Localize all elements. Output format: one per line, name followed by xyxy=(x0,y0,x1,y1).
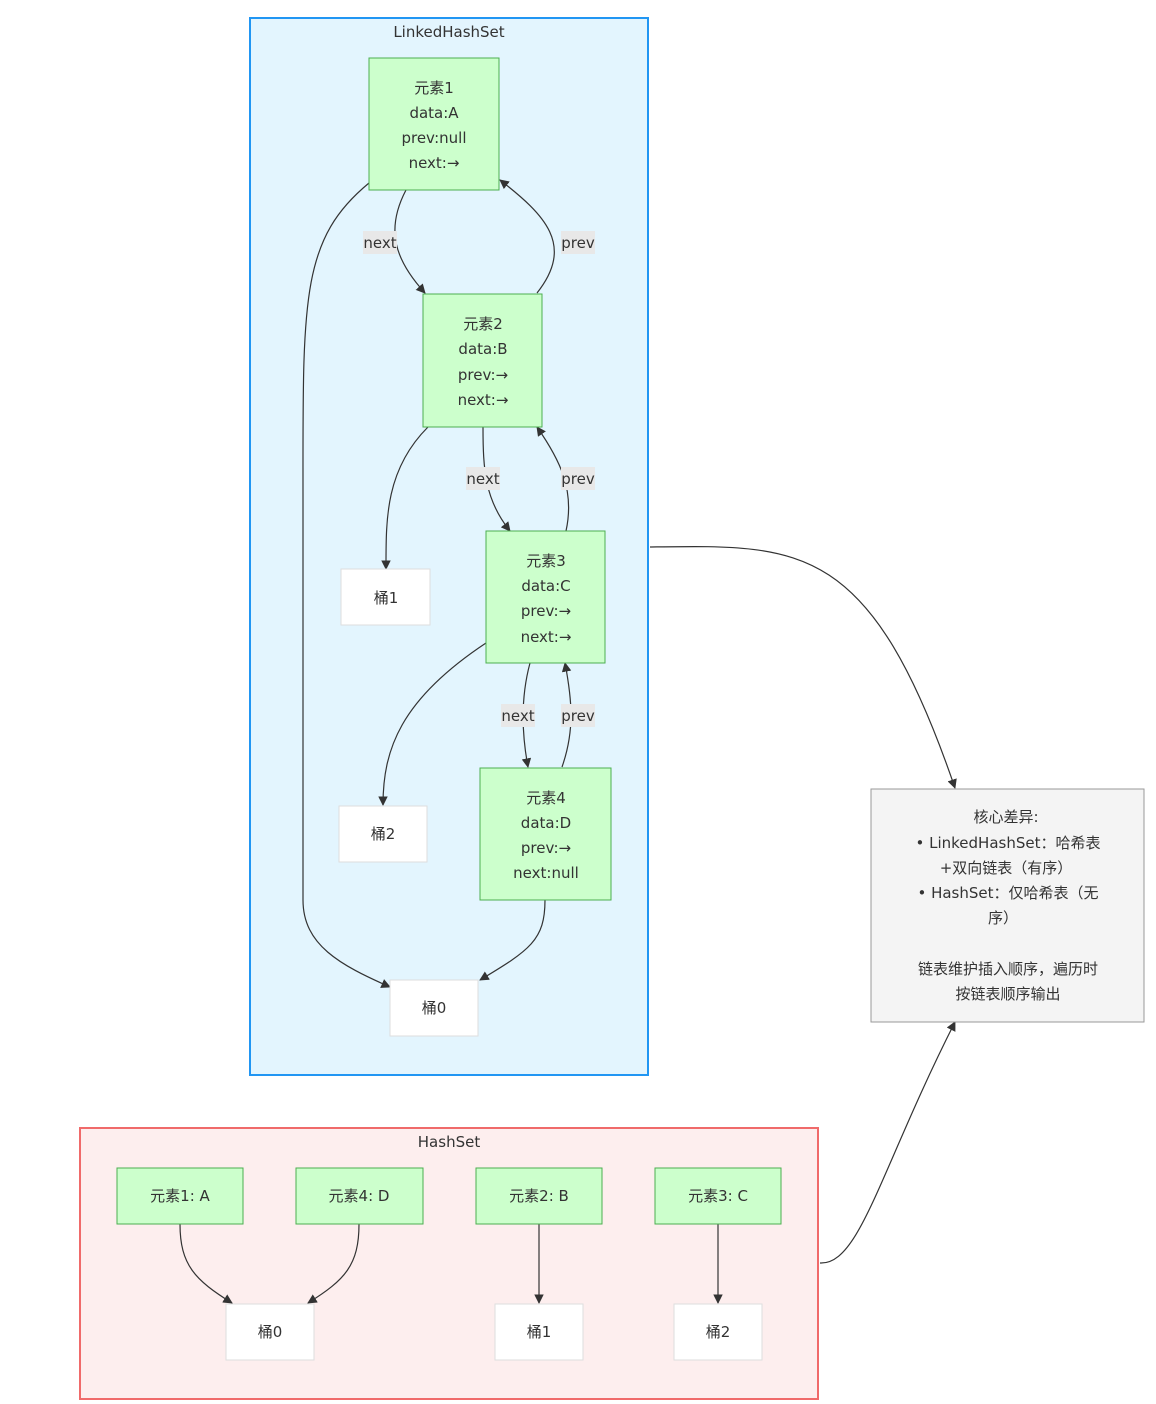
hashset-edges xyxy=(179,1223,723,1304)
edge-hashset-to-note xyxy=(819,1021,956,1264)
core-difference-note: 核心差异: • LinkedHashSet：哈希表 +双向链表（有序） • Ha… xyxy=(870,788,1145,1023)
hashset-b1-label: 桶1 xyxy=(527,1323,552,1341)
note-line-7: 链表维护插入顺序，遍历时 xyxy=(918,960,1098,978)
linked-e1-line-4: next:→ xyxy=(409,154,460,172)
hashset-b2-label: 桶2 xyxy=(706,1323,731,1341)
edge-e3-b2 xyxy=(378,642,487,806)
hashset-e4-label: 元素4: D xyxy=(329,1187,390,1205)
note-line-3: +双向链表（有序） xyxy=(940,859,1073,877)
linked-bucket-2: 桶2 xyxy=(338,805,428,863)
hashset-element-3: 元素3: C xyxy=(654,1167,782,1225)
edge-linked-to-note xyxy=(649,545,957,789)
linked-b2-label: 桶2 xyxy=(371,825,396,843)
linked-e2-line-4: next:→ xyxy=(458,391,509,409)
linked-e4-line-4: next:null xyxy=(513,864,579,882)
linked-e2-line-3: prev:→ xyxy=(458,366,508,384)
label-next-2: next xyxy=(466,470,499,488)
edge-e2-b1 xyxy=(381,426,429,570)
linked-element-3: 元素3 data:C prev:→ next:→ xyxy=(485,530,606,664)
linked-element-2: 元素2 data:B prev:→ next:→ xyxy=(422,293,543,428)
linked-e2-line-1: 元素2 xyxy=(463,315,503,333)
linked-b0-label: 桶0 xyxy=(422,999,447,1017)
label-prev-1: prev xyxy=(561,234,595,252)
edge-e1-b0 xyxy=(302,182,391,988)
edge-h-e1-b0 xyxy=(179,1223,233,1304)
linked-e3-line-4: next:→ xyxy=(521,628,572,646)
label-prev-3: prev xyxy=(561,707,595,725)
linked-e1-line-3: prev:null xyxy=(401,129,466,147)
note-edges xyxy=(649,545,957,1264)
linked-e3-line-1: 元素3 xyxy=(526,552,566,570)
hashset-e3-label: 元素3: C xyxy=(688,1187,748,1205)
note-line-1: 核心差异: xyxy=(973,808,1038,826)
hashset-bucket-0: 桶0 xyxy=(225,1303,315,1361)
edge-labels: next prev next prev next prev xyxy=(363,231,595,727)
linked-b1-label: 桶1 xyxy=(374,589,399,607)
hashset-element-2: 元素2: B xyxy=(475,1167,603,1225)
linked-e1-line-1: 元素1 xyxy=(414,79,454,97)
note-line-8: 按链表顺序输出 xyxy=(955,985,1060,1003)
edge-e4-b0 xyxy=(479,899,546,981)
linked-e4-line-1: 元素4 xyxy=(526,789,566,807)
linked-e2-line-2: data:B xyxy=(458,340,507,358)
linked-e3-line-2: data:C xyxy=(521,577,570,595)
hashset-b0-label: 桶0 xyxy=(258,1323,283,1341)
note-line-4: • HashSet：仅哈希表（无 xyxy=(917,884,1098,902)
hashset-element-1: 元素1: A xyxy=(116,1167,244,1225)
label-prev-2: prev xyxy=(561,470,595,488)
hashset-title: HashSet xyxy=(418,1133,481,1151)
hashset-bucket-1: 桶1 xyxy=(494,1303,584,1361)
linked-element-4: 元素4 data:D prev:→ next:null xyxy=(479,767,612,901)
linked-e4-line-3: prev:→ xyxy=(521,839,571,857)
linked-e3-line-3: prev:→ xyxy=(521,602,571,620)
edge-e2-prev-e1 xyxy=(499,179,555,294)
linked-bucket-0: 桶0 xyxy=(389,979,479,1037)
linked-e4-line-2: data:D xyxy=(521,814,571,832)
linked-e1-line-2: data:A xyxy=(409,104,459,122)
label-next-3: next xyxy=(501,707,534,725)
note-line-2: • LinkedHashSet：哈希表 xyxy=(916,834,1101,852)
hashset-e2-label: 元素2: B xyxy=(509,1187,569,1205)
hashset-e1-label: 元素1: A xyxy=(150,1187,210,1205)
edge-h-e4-b0 xyxy=(307,1223,360,1304)
linked-bucket-1: 桶1 xyxy=(340,568,431,626)
label-next-1: next xyxy=(363,234,396,252)
note-line-5: 序） xyxy=(988,909,1018,927)
linked-element-1: 元素1 data:A prev:null next:→ xyxy=(368,57,500,191)
linkedhashset-title: LinkedHashSet xyxy=(393,23,504,41)
hashset-bucket-2: 桶2 xyxy=(673,1303,763,1361)
hashset-element-4: 元素4: D xyxy=(295,1167,424,1225)
